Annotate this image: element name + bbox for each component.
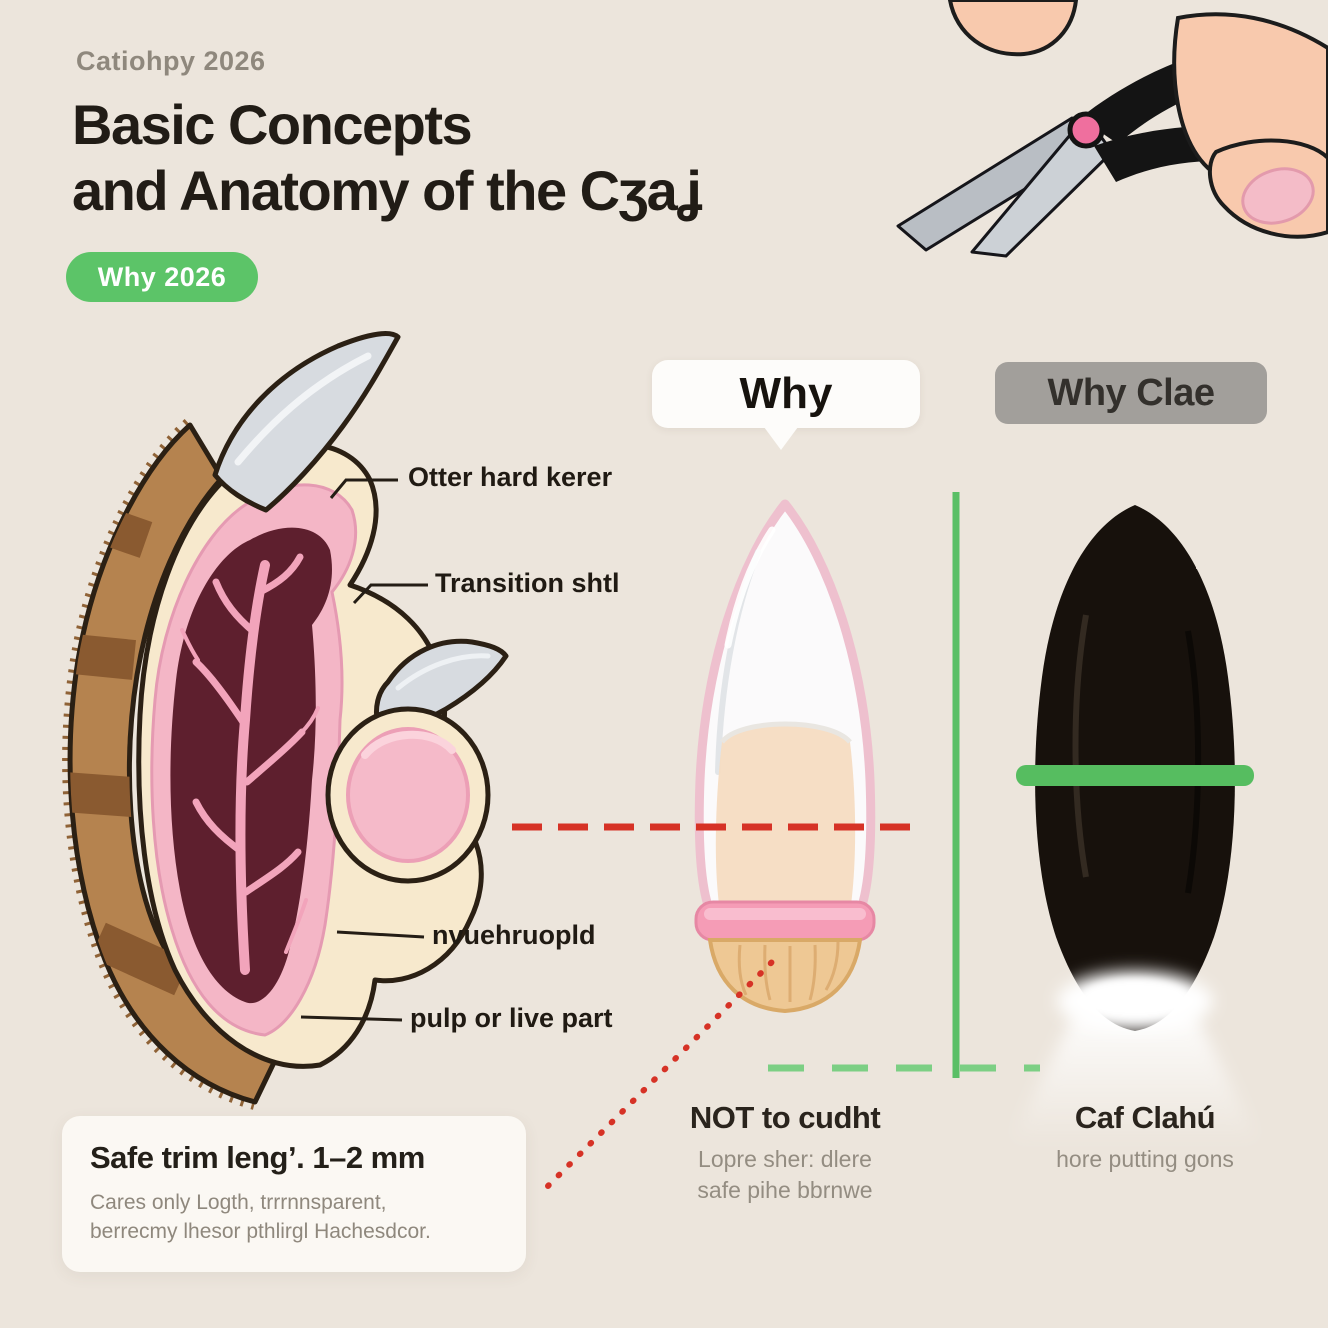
clipper-pivot <box>1067 111 1105 149</box>
label-transition: Transition shtl <box>435 568 620 598</box>
quick-boundary <box>720 721 852 744</box>
not-to-cut-sub-line2: safe pihe bbrnwe <box>697 1177 873 1204</box>
label-connector-transition <box>352 583 428 605</box>
safe-trim-title: Safe trim lengʼ. 1–2 mm <box>90 1140 425 1175</box>
fur-strokes <box>737 941 840 1002</box>
why-bubble: Why <box>652 360 920 428</box>
page-title-line1: Basic Concepts <box>72 93 473 156</box>
safe-trim-line2: berrecmy lhesor pthlirgl Hachesdcor. <box>90 1220 431 1244</box>
page-title-line2: and Anatomy of the Cʒaʝ <box>72 158 702 222</box>
why-claw-header: Why Clae <box>995 362 1267 424</box>
main-claw-tip <box>212 331 401 513</box>
label-quick: nvuehruopld <box>432 920 596 950</box>
secondary-claw <box>373 638 509 729</box>
translucent-claw-body <box>694 499 876 928</box>
main-claw-shine <box>234 352 372 466</box>
claw-inner-contour <box>715 549 761 775</box>
why-bubble-tail <box>764 427 798 450</box>
flashlight-glow-outer <box>1057 971 1213 1031</box>
secondary-claw-shine <box>395 653 491 691</box>
claw-highlight-left <box>1072 614 1089 878</box>
cat-claw-title: Caf Clahú <box>1074 1100 1216 1135</box>
finger-top <box>947 0 1079 57</box>
label-pulp: pulp or live part <box>410 1003 613 1033</box>
pulp-layer <box>150 483 357 1037</box>
pink-base-band-highlight <box>704 908 866 920</box>
fur-band <box>67 422 283 1105</box>
not-to-cut-sub: Lopre sher: dlere safe pihe bbrnwe <box>600 1144 970 1206</box>
quick-peach-region <box>715 724 856 918</box>
clipper-handle-top <box>1080 42 1260 144</box>
keratin-sheath <box>136 442 484 1069</box>
not-to-cut-sub-line1: Lopre sher: dlere <box>698 1146 872 1172</box>
thumb <box>1207 138 1328 239</box>
translucent-claw-illustration <box>694 499 876 1014</box>
nail-clipper-illustration <box>896 0 1328 258</box>
label-connector-outer <box>329 478 398 499</box>
page-title: Basic Concepts and Anatomy of the Cʒaʝ <box>72 92 702 223</box>
claw-cross-section-illustration <box>62 331 509 1110</box>
black-claw-illustration <box>1008 505 1262 1145</box>
claw-highlight-right <box>1185 630 1202 894</box>
fur-stripes <box>70 494 190 996</box>
toe-pad <box>346 727 470 863</box>
clipper-blade-left <box>896 116 1087 252</box>
cat-claw-caption: Caf Clahú hore putting gons <box>990 1100 1300 1175</box>
toe-pad-shine <box>361 730 456 759</box>
claw-tip-shine <box>724 526 776 649</box>
not-to-cut-title: NOT to cudht <box>689 1100 881 1135</box>
fur-stubble <box>62 419 258 1110</box>
year-badge: Why 2026 <box>66 252 258 302</box>
label-outer-keratin: Otter hard kerer <box>408 462 613 492</box>
claw-notch <box>1196 541 1214 569</box>
safe-trim-card: Safe trim lengʼ. 1–2 mm Cares only Logth… <box>62 1116 526 1272</box>
clipper-handle-bottom <box>1094 125 1262 182</box>
green-trim-band <box>1016 765 1254 786</box>
label-connector-pulp <box>300 1015 403 1022</box>
hand <box>1172 12 1328 202</box>
thumb-nail <box>1241 167 1315 225</box>
eyebrow-text: Catiohpy 2026 <box>76 46 266 76</box>
safe-trim-line1: Cares only Logth, trrrnnsparent, <box>90 1191 387 1214</box>
not-to-cut-caption: NOT to cudht Lopre sher: dlere safe pihe… <box>600 1100 970 1206</box>
cat-claw-sub: hore putting gons <box>1056 1146 1234 1172</box>
toe-pad-ring <box>325 706 491 884</box>
pink-base-band <box>694 900 876 942</box>
flashlight-glow-inner <box>1083 979 1187 1015</box>
clipper-blade-right <box>970 114 1114 258</box>
label-connector-quick <box>336 930 425 939</box>
furry-base <box>707 938 863 1014</box>
black-claw-body <box>1035 505 1235 1031</box>
inner-pulp <box>170 527 332 1004</box>
blood-vessels <box>180 553 320 975</box>
